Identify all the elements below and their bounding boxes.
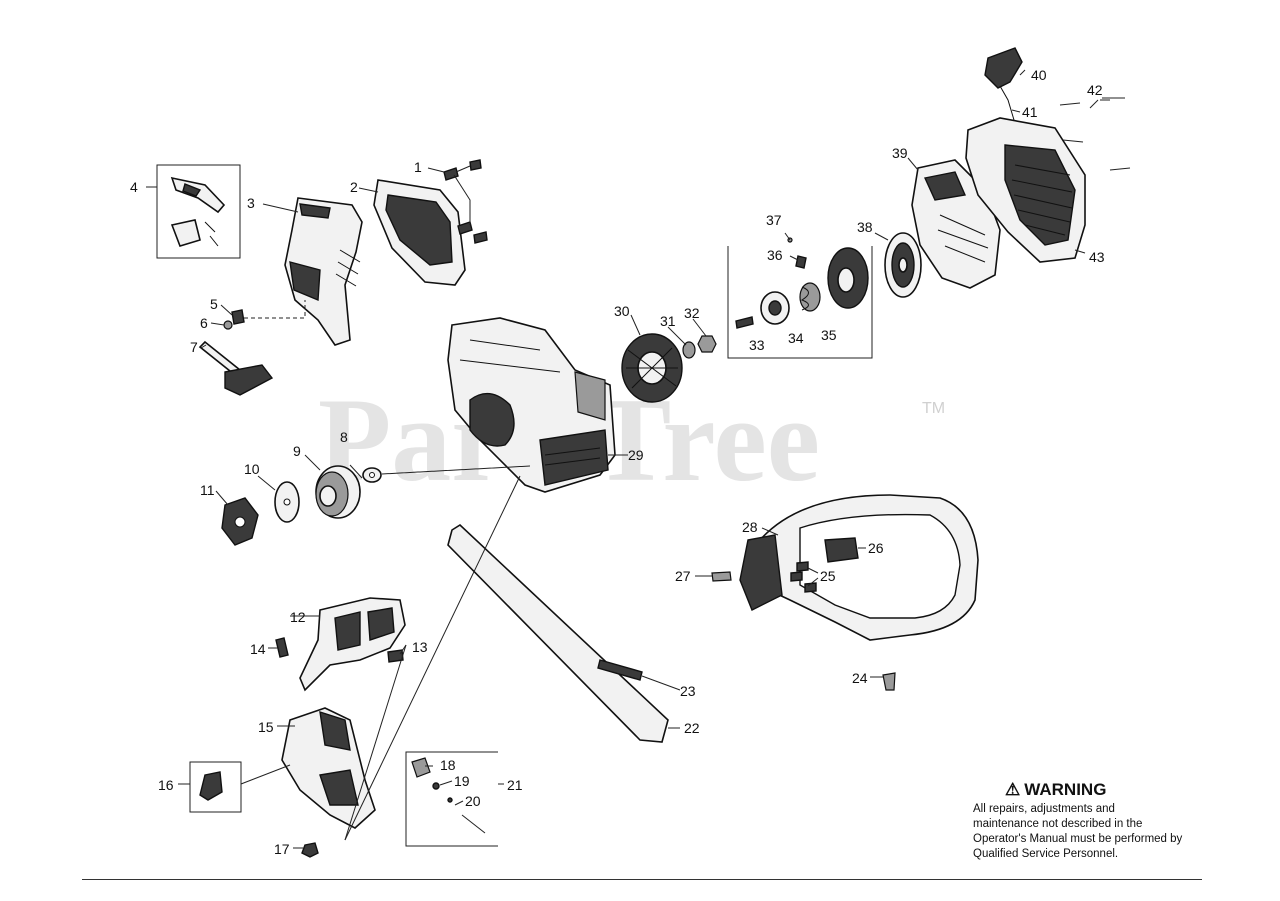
part-8-washer[interactable] bbox=[362, 467, 382, 483]
part-3-rear-handle[interactable] bbox=[284, 197, 363, 346]
callout-33: 33 bbox=[749, 337, 765, 353]
part-34-pulley[interactable] bbox=[760, 291, 790, 325]
warning-notice: ⚠ WARNING All repairs, adjustments and m… bbox=[973, 780, 1183, 862]
callout-16: 16 bbox=[158, 777, 174, 793]
part-30-flywheel[interactable] bbox=[621, 333, 683, 403]
part-5-screw[interactable] bbox=[231, 309, 245, 325]
callout-18: 18 bbox=[440, 757, 456, 773]
callout-27: 27 bbox=[675, 568, 691, 584]
callout-labels: 1 2 3 4 5 6 7 8 9 10 11 12 13 14 15 16 1… bbox=[130, 67, 1105, 857]
part-36-pawl[interactable] bbox=[795, 255, 807, 269]
callout-3: 3 bbox=[247, 195, 255, 211]
part-40-starter-handle[interactable] bbox=[984, 47, 1023, 89]
part-31-washer[interactable] bbox=[682, 341, 696, 359]
callout-13: 13 bbox=[412, 639, 428, 655]
part-26-spring[interactable] bbox=[824, 537, 859, 563]
callout-2: 2 bbox=[350, 179, 358, 195]
part-13-screw[interactable] bbox=[387, 649, 404, 663]
callout-43: 43 bbox=[1089, 249, 1105, 265]
callout-1: 1 bbox=[414, 159, 422, 175]
watermark-trademark: TM bbox=[922, 400, 945, 417]
callout-29: 29 bbox=[628, 447, 644, 463]
callout-36: 36 bbox=[767, 247, 783, 263]
leader-lines bbox=[146, 69, 1110, 849]
part-33-37-group-box bbox=[727, 246, 873, 359]
callout-34: 34 bbox=[788, 330, 804, 346]
callout-41: 41 bbox=[1022, 104, 1038, 120]
callout-37: 37 bbox=[766, 212, 782, 228]
part-20-adjuster-screw[interactable] bbox=[447, 797, 486, 834]
callout-19: 19 bbox=[454, 773, 470, 789]
callout-25: 25 bbox=[820, 568, 836, 584]
part-29-crankcase-housing[interactable] bbox=[447, 317, 616, 493]
part-12-chain-brake-handle[interactable] bbox=[299, 597, 406, 692]
callout-40: 40 bbox=[1031, 67, 1047, 83]
part-24-screw[interactable] bbox=[882, 672, 896, 691]
callout-28: 28 bbox=[742, 519, 758, 535]
callout-17: 17 bbox=[274, 841, 290, 857]
part-43-starter-housing[interactable] bbox=[965, 117, 1086, 263]
part-18-21-group-box bbox=[405, 751, 498, 847]
callout-22: 22 bbox=[684, 720, 700, 736]
callout-42: 42 bbox=[1087, 82, 1103, 98]
callout-7: 7 bbox=[190, 339, 198, 355]
part-22-guide-bar[interactable] bbox=[447, 523, 669, 743]
bottom-divider bbox=[82, 879, 1202, 880]
callout-20: 20 bbox=[465, 793, 481, 809]
part-23-saw-chain[interactable] bbox=[597, 659, 643, 681]
part-7-throttle-rod[interactable] bbox=[198, 340, 274, 396]
callout-11: 11 bbox=[200, 482, 215, 498]
warning-heading: ⚠ WARNING bbox=[973, 780, 1183, 800]
starter-pawl-plate[interactable] bbox=[827, 247, 869, 309]
part-28-front-handle[interactable] bbox=[739, 494, 979, 641]
callout-31: 31 bbox=[660, 313, 676, 329]
part-32-nut[interactable] bbox=[697, 335, 717, 353]
part-14-screw[interactable] bbox=[275, 637, 289, 658]
part-1-screws[interactable] bbox=[443, 159, 488, 244]
part-35-spring[interactable] bbox=[799, 282, 821, 312]
callout-12: 12 bbox=[290, 609, 306, 625]
callout-23: 23 bbox=[680, 683, 696, 699]
callout-39: 39 bbox=[892, 145, 908, 161]
callout-10: 10 bbox=[244, 461, 260, 477]
part-11-clutch-assembly[interactable] bbox=[221, 497, 259, 546]
part-6-washer[interactable] bbox=[223, 320, 233, 330]
callout-5: 5 bbox=[210, 296, 218, 312]
callout-32: 32 bbox=[684, 305, 700, 321]
part-42-screws[interactable] bbox=[1059, 97, 1131, 171]
part-10-clutch-washer[interactable] bbox=[274, 481, 300, 523]
callout-30: 30 bbox=[614, 303, 630, 319]
part-4-trigger-parts[interactable] bbox=[170, 176, 226, 247]
part-19-pin[interactable] bbox=[432, 782, 440, 790]
part-4-group-box bbox=[156, 164, 241, 259]
part-18-adjuster-block[interactable] bbox=[411, 757, 431, 778]
callout-21: 21 bbox=[507, 777, 523, 793]
callout-4: 4 bbox=[130, 179, 138, 195]
callout-38: 38 bbox=[857, 219, 873, 235]
part-33-screw[interactable] bbox=[735, 316, 754, 329]
part-9-clutch-drum[interactable] bbox=[315, 465, 361, 519]
callout-8: 8 bbox=[340, 429, 348, 445]
callout-26: 26 bbox=[868, 540, 884, 556]
part-41-starter-rope[interactable] bbox=[999, 85, 1015, 121]
callout-24: 24 bbox=[852, 670, 868, 686]
part-16-chain-tensioner[interactable] bbox=[199, 771, 223, 801]
warning-title: WARNING bbox=[1024, 780, 1107, 799]
callout-14: 14 bbox=[250, 641, 266, 657]
warning-triangle-icon: ⚠ bbox=[1005, 780, 1021, 799]
part-2-cover-plate[interactable] bbox=[373, 179, 466, 286]
part-38-rewind-spring[interactable] bbox=[884, 232, 922, 298]
part-16-group-box bbox=[189, 761, 242, 813]
warning-text: All repairs, adjustments and maintenance… bbox=[973, 803, 1183, 860]
part-17-bar-nut[interactable] bbox=[301, 842, 319, 858]
callout-15: 15 bbox=[258, 719, 274, 735]
callout-6: 6 bbox=[200, 315, 208, 331]
callout-9: 9 bbox=[293, 443, 301, 459]
callout-35: 35 bbox=[821, 327, 837, 343]
part-25-screws[interactable] bbox=[790, 561, 817, 593]
part-15-clutch-cover[interactable] bbox=[281, 707, 376, 829]
part-27-screw[interactable] bbox=[711, 571, 732, 582]
